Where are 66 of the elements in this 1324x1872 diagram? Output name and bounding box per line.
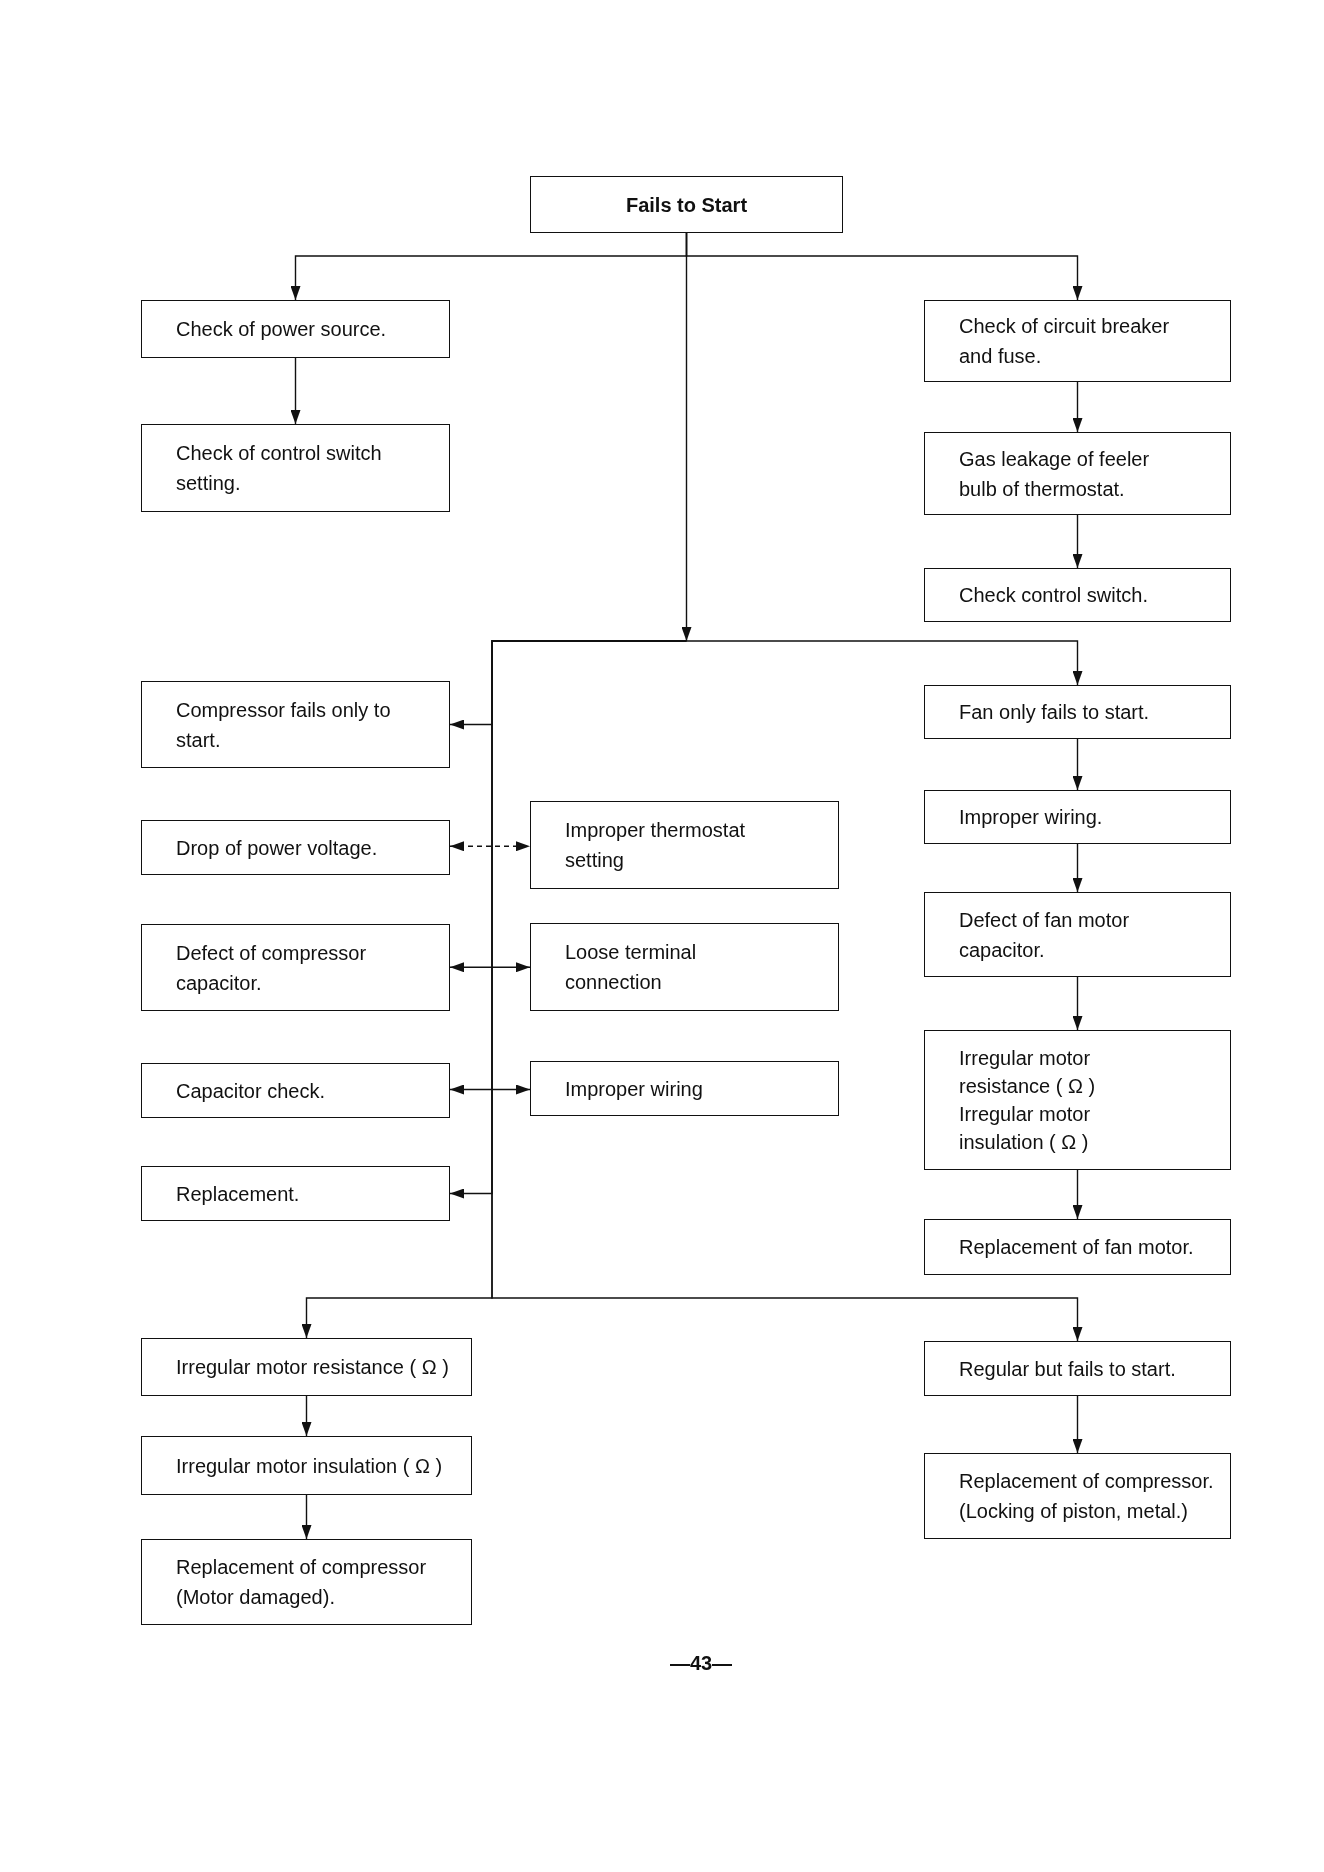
process-box — [924, 685, 1231, 739]
arrow — [1072, 1169, 1083, 1220]
box-text: Loose terminal connection — [565, 940, 698, 995]
arrow — [1072, 976, 1083, 1031]
box-text: Check of control switch setting. — [176, 441, 383, 496]
process-box — [141, 820, 450, 875]
double-arrow — [449, 1084, 531, 1095]
process-box — [924, 1219, 1231, 1275]
arrow — [685, 640, 1083, 686]
process-box — [924, 1453, 1231, 1539]
process-box — [530, 1061, 839, 1116]
arrow — [290, 357, 301, 425]
box-text: Improper wiring. — [959, 805, 1103, 830]
box-text: Gas leakage of feeler bulb of thermostat. — [959, 446, 1151, 502]
arrow — [491, 640, 1083, 1342]
process-box — [530, 176, 843, 233]
process-box — [141, 1338, 472, 1396]
process-box — [530, 923, 839, 1011]
arrow — [685, 232, 1083, 301]
arrow — [1072, 514, 1083, 569]
arrow — [301, 1494, 312, 1540]
box-text: Defect of fan motor capacitor. — [959, 907, 1131, 963]
page-number: —43— — [669, 1652, 733, 1675]
box-text: Irregular motor resistance ( Ω ) — [176, 1355, 449, 1380]
box-text: Improper wiring — [565, 1076, 703, 1102]
process-box — [141, 1166, 450, 1221]
box-text: Fan only fails to start. — [959, 700, 1150, 725]
process-box — [924, 1030, 1231, 1170]
box-text: Irregular motor insulation ( Ω ) — [959, 1102, 1092, 1155]
double-arrow — [449, 962, 531, 973]
process-box — [924, 432, 1231, 515]
process-box — [141, 1539, 472, 1625]
process-box — [141, 1063, 450, 1118]
process-box — [924, 300, 1231, 382]
box-text: Check control switch. — [959, 583, 1148, 608]
process-box — [141, 1436, 472, 1495]
arrow — [1072, 1395, 1083, 1454]
process-box — [141, 424, 450, 512]
process-box — [141, 681, 450, 768]
box-text: Fails to Start — [625, 192, 748, 218]
box-text: Irregular motor resistance ( Ω ) — [959, 1046, 1097, 1099]
process-box — [141, 300, 450, 358]
box-text: Replacement. — [176, 1181, 300, 1207]
process-box — [924, 568, 1231, 622]
box-text: Check of circuit breaker and fuse. — [959, 314, 1171, 369]
box-text: Regular but fails to start. — [959, 1356, 1176, 1382]
box-text: Compressor fails only to start. — [176, 697, 392, 753]
process-box — [141, 924, 450, 1011]
process-box — [924, 790, 1231, 844]
arrow — [1072, 738, 1083, 791]
box-text: Replacement of fan motor. — [959, 1235, 1194, 1260]
double-arrow — [449, 841, 531, 852]
arrow — [1072, 381, 1083, 433]
box-text: Irregular motor insulation ( Ω ) — [176, 1453, 443, 1479]
box-text: Defect of compressor capacitor. — [176, 940, 368, 996]
box-text: Check of power source. — [176, 317, 387, 342]
arrow — [1072, 843, 1083, 893]
process-box — [530, 801, 839, 889]
box-text: Replacement of compressor. (Locking of piston, metal.) — [959, 1469, 1215, 1524]
arrow — [301, 1395, 312, 1437]
process-box — [924, 892, 1231, 977]
box-text: Improper thermostat setting — [565, 818, 747, 873]
box-text: Replacement of compressor (Motor damaged). — [176, 1555, 428, 1610]
box-text: Drop of power voltage. — [176, 835, 378, 861]
box-text: Capacitor check. — [176, 1078, 325, 1104]
process-box — [924, 1341, 1231, 1396]
